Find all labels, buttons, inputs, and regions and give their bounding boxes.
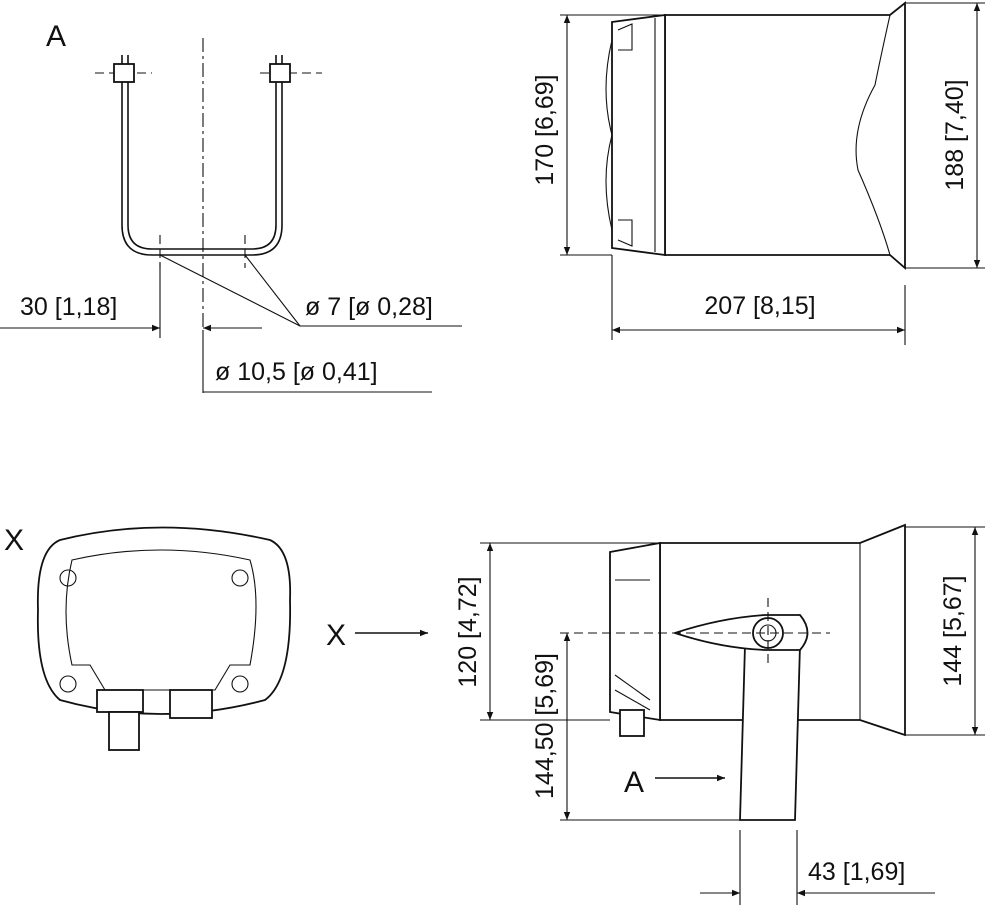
housing-outline [36, 526, 292, 715]
dim-bracket-width: 43 [1,69] [808, 858, 905, 886]
dim-bracket-offset: 30 [1,18] [20, 293, 117, 321]
view-x-label: X [4, 524, 24, 557]
dim-hole-large: ø 10,5 [ø 0,41] [215, 358, 378, 386]
screw [231, 675, 249, 693]
cable-gland [619, 709, 645, 737]
bracket-outer [121, 55, 283, 256]
cable-gland-right [169, 689, 213, 719]
dim-hole-small: ø 7 [ø 0,28] [305, 293, 433, 321]
leader-line [244, 254, 301, 327]
screw [59, 569, 77, 587]
leader-line [159, 254, 301, 327]
screw [59, 675, 77, 693]
front-cap [609, 541, 661, 722]
side-view: 170 [6,69] 188 [7,40] 207 [8,15] [531, 1, 985, 345]
dim-front-height-body: 120 [4,72] [454, 576, 482, 687]
dim-front-height-horn: 144 [5,67] [939, 575, 967, 686]
dim-length: 207 [8,15] [704, 292, 815, 320]
bolt-right [269, 63, 291, 83]
cable-gland-left [96, 689, 144, 713]
cap-details [605, 18, 656, 252]
arrow-x-label: X [326, 619, 346, 652]
cable-gland-body [108, 711, 140, 751]
dim-height-body: 170 [6,69] [531, 74, 559, 185]
bracket-inner [127, 55, 277, 250]
horn-edge [855, 14, 891, 256]
view-a-label: A [46, 20, 66, 53]
view-a-bracket: A ø 7 [ø 0,28] 30 [1,18] ø 10,5 [ø 0,41] [0, 20, 462, 393]
cap-details [614, 579, 651, 711]
housing-inner [65, 549, 257, 691]
view-x-front: X X [4, 524, 428, 751]
arrow-a-label: A [624, 766, 644, 799]
bolt-left [113, 63, 135, 83]
screw [231, 569, 249, 587]
mount-bracket [739, 644, 801, 821]
dim-mount-height: 144,50 [5,69] [531, 653, 559, 799]
side-view-with-bracket: 120 [4,72] 144 [5,67] 144,50 [5,69] 43 [… [454, 523, 985, 905]
front-cap [611, 13, 666, 257]
horn-body [664, 1, 906, 270]
dim-height-horn: 188 [7,40] [941, 79, 969, 190]
